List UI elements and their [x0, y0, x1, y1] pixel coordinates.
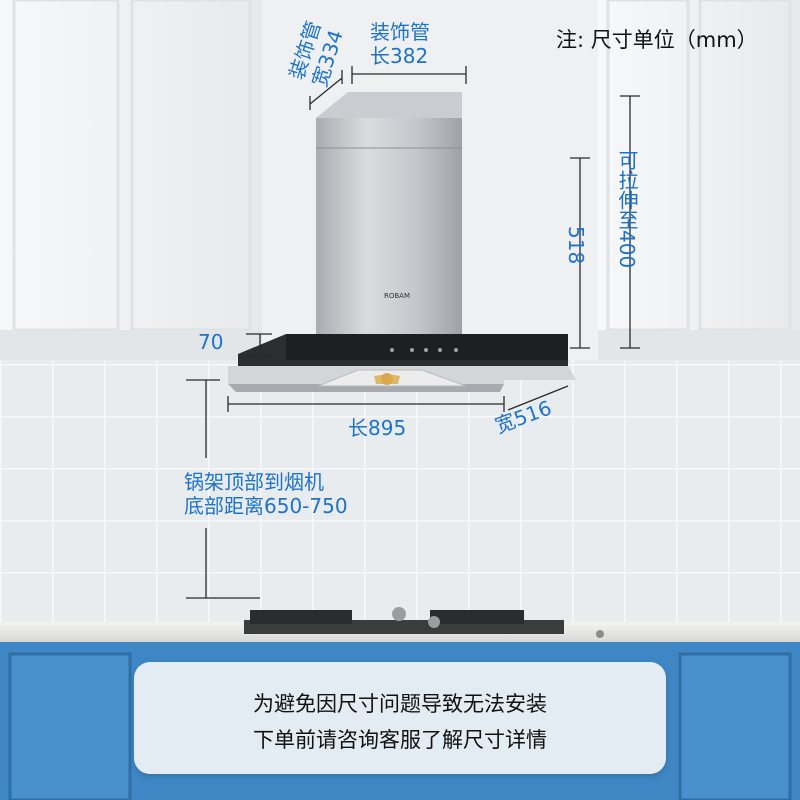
pipe-length-line2: 长382	[370, 44, 429, 68]
hood-length-label: 长895	[348, 416, 407, 440]
extendable-label: 可拉伸至400	[615, 150, 639, 269]
install-distance-line1: 锅架顶部到烟机	[184, 470, 324, 494]
brand-logo: ROBAM	[384, 292, 410, 300]
dimension-lines	[186, 66, 640, 599]
unit-note: 注: 尺寸单位（mm）	[556, 28, 758, 52]
notice-line-2: 下单前请咨询客服了解尺寸详情	[253, 728, 547, 752]
gas-hob	[244, 607, 604, 638]
tile-wall	[0, 360, 800, 640]
pipe-length-label: 装饰管 长382	[370, 20, 430, 68]
upper-cabinets	[0, 0, 800, 360]
install-distance-line2: 底部距离650-750	[184, 494, 348, 518]
notice-box: 为避免因尺寸问题导致无法安装 下单前请咨询客服了解尺寸详情	[134, 662, 666, 774]
notice-line-1: 为避免因尺寸问题导致无法安装	[253, 692, 547, 716]
chimney-pipe	[316, 92, 462, 334]
body-height-label: 518	[564, 226, 588, 265]
range-hood	[228, 334, 576, 392]
pipe-length-line1: 装饰管	[370, 20, 430, 44]
panel-thickness-label: 70	[198, 330, 224, 354]
install-distance-label: 锅架顶部到烟机 底部距离650-750	[184, 470, 348, 518]
